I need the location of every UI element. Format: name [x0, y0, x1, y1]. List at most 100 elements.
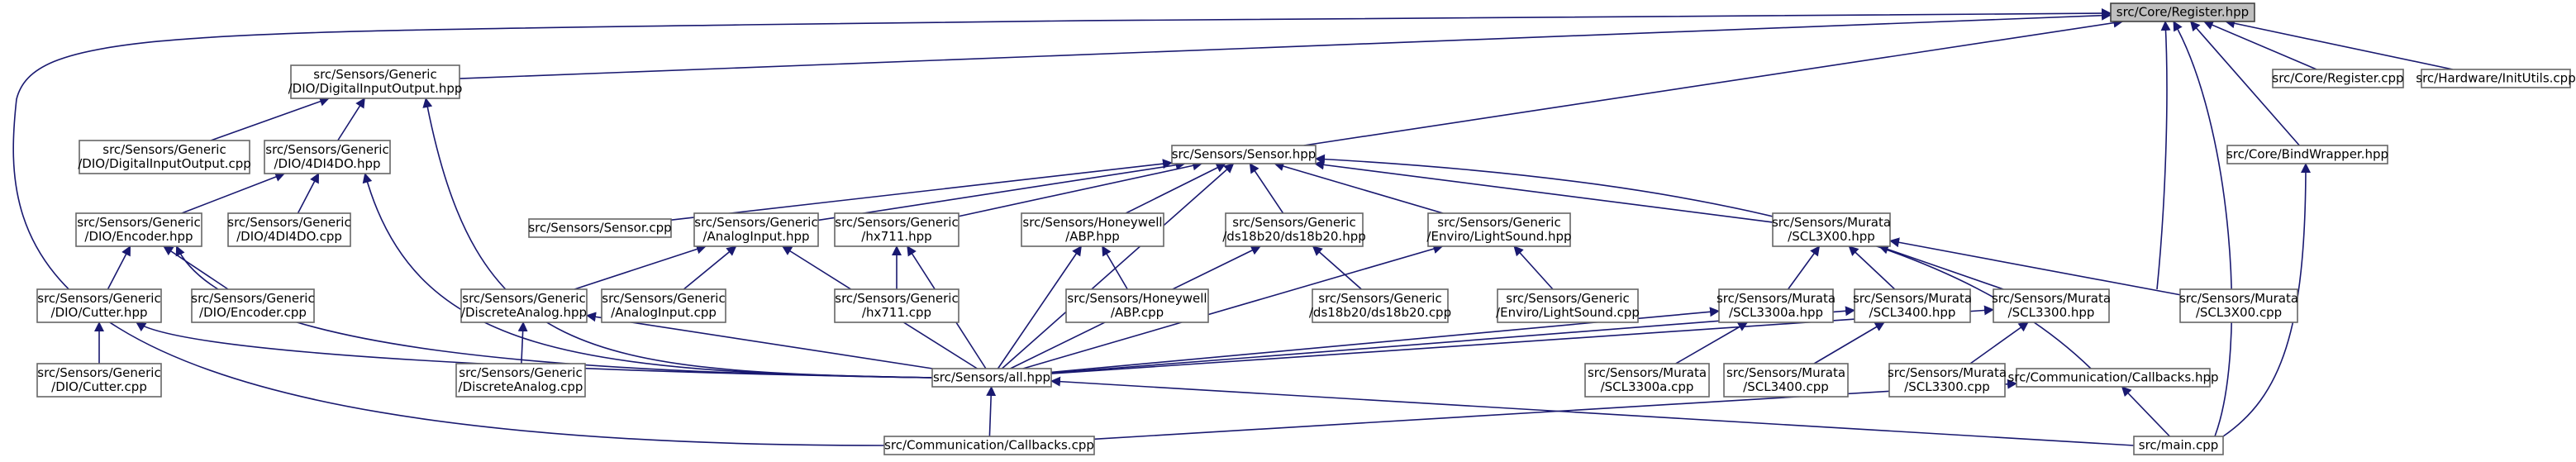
edge-analoginput-cpp-to-analoginput-hpp: [683, 245, 737, 290]
node-abp-hpp[interactable]: src/Sensors/Honeywell/ABP.hpp: [1021, 212, 1164, 247]
edge-scl3300-hpp-to-scl3x00-hpp: [1878, 244, 2004, 290]
node-box: [2110, 2, 2255, 22]
node-encoder-hpp[interactable]: src/Sensors/Generic/DIO/Encoder.hpp: [75, 212, 202, 247]
node-label: src/Sensors/Honeywell: [1022, 215, 1162, 230]
node-discreteanalog-cpp[interactable]: src/Sensors/Generic/DiscreteAnalog.cpp: [455, 363, 586, 398]
nodes-layer: src/Core/Register.hpp src/Sensors/Generic…: [36, 2, 2576, 455]
node-label: src/Sensors/Generic: [1318, 291, 1441, 306]
edge-abp-hpp-to-sensor-hpp: [1125, 163, 1226, 214]
node-label: /DIO/Encoder.cpp: [199, 305, 307, 320]
node-box: [1888, 363, 2006, 398]
node-discreteanalog-hpp[interactable]: src/Sensors/Generic/DiscreteAnalog.hpp: [460, 288, 588, 323]
node-lightsound-cpp[interactable]: src/Sensors/Generic/Enviro/LightSound.cp…: [1496, 288, 1640, 323]
node-label: src/Sensors/Generic: [1437, 215, 1560, 230]
node-label: src/Sensors/Generic: [835, 291, 958, 306]
node-main-cpp[interactable]: src/main.cpp: [2133, 436, 2224, 455]
edge-main-cpp-to-register-hpp: [2173, 21, 2233, 437]
node-digital-input-output-hpp[interactable]: src/Sensors/Generic/DIO/DigitalInputOutp…: [288, 64, 463, 99]
edge-register-cpp-to-register-hpp: [2202, 20, 2317, 70]
edge-4di4do-cpp-to-4di4do-hpp: [297, 173, 320, 214]
node-scl3300-cpp[interactable]: src/Sensors/Murata/SCL3300.cpp: [1888, 363, 2007, 398]
edge-abp-cpp-to-abp-hpp: [1102, 245, 1128, 290]
node-initutils-cpp[interactable]: src/Hardware/InitUtils.cpp: [2416, 69, 2576, 88]
node-label: /SCL3300.cpp: [1904, 379, 1990, 394]
node-label: src/Communication/Callbacks.hpp: [2007, 370, 2218, 385]
node-box: [834, 288, 959, 323]
edge-main-cpp-to-bindwrapper-hpp: [2222, 163, 2311, 437]
node-box: [601, 288, 726, 323]
edge-all-hpp-to-sensor-hpp: [1001, 163, 1235, 369]
node-label: src/Sensors/Generic: [265, 142, 388, 157]
node-scl3400-cpp[interactable]: src/Sensors/Murata/SCL3400.cpp: [1723, 363, 1849, 398]
node-ds18b20-cpp[interactable]: src/Sensors/Generic/ds18b20/ds18b20.cpp: [1309, 288, 1451, 323]
node-box: [264, 140, 391, 174]
node-encoder-cpp[interactable]: src/Sensors/Generic/DIO/Encoder.cpp: [191, 288, 315, 323]
edge-lightsound-hpp-to-sensor-hpp: [1274, 161, 1444, 214]
node-box: [2133, 436, 2224, 455]
node-label: /DIO/Cutter.hpp: [51, 305, 148, 320]
node-digital-input-output-cpp[interactable]: src/Sensors/Generic/DIO/DigitalInputOutp…: [78, 140, 251, 174]
edge-discreteanalog-cpp-to-discreteanalog-hpp: [517, 321, 528, 364]
node-cutter-cpp[interactable]: src/Sensors/Generic/DIO/Cutter.cpp: [36, 363, 162, 398]
node-box: [1065, 288, 1209, 323]
edge-scl3x00-hpp-to-sensor-hpp: [1313, 160, 1774, 223]
node-scl3300a-cpp[interactable]: src/Sensors/Murata/SCL3300a.cpp: [1584, 363, 1710, 398]
node-box: [227, 212, 351, 247]
node-register-hpp[interactable]: src/Core/Register.hpp: [2110, 2, 2255, 22]
node-lightsound-hpp[interactable]: src/Sensors/Generic/Enviro/LightSound.hp…: [1426, 212, 1572, 247]
node-label: /hx711.cpp: [862, 305, 931, 320]
node-box: [290, 64, 460, 99]
node-box: [1584, 363, 1710, 398]
node-label: /Enviro/LightSound.cpp: [1496, 305, 1640, 320]
node-label: src/Sensors/Generic: [1232, 215, 1355, 230]
node-box: [455, 363, 586, 398]
edge-main-cpp-to-all-hpp: [1050, 376, 2135, 446]
node-label: /SCL3400.cpp: [1743, 379, 1829, 394]
node-bindwrapper-hpp[interactable]: src/Core/BindWrapper.hpp: [2226, 145, 2388, 164]
edge-ds18b20-cpp-to-ds18b20-hpp: [1312, 245, 1362, 290]
node-scl3x00-cpp[interactable]: src/Sensors/Murata/SCL3X00.cpp: [2179, 288, 2298, 323]
node-label: src/Sensors/Honeywell: [1067, 291, 1207, 306]
node-analoginput-hpp[interactable]: src/Sensors/Generic/AnalogInput.hpp: [693, 212, 819, 247]
node-scl3300a-hpp[interactable]: src/Sensors/Murata/SCL3300a.hpp: [1717, 288, 1836, 323]
node-abp-cpp[interactable]: src/Sensors/Honeywell/ABP.cpp: [1065, 288, 1209, 323]
node-cutter-hpp[interactable]: src/Sensors/Generic/DIO/Cutter.hpp: [36, 288, 162, 323]
node-label: src/Core/Register.cpp: [2272, 71, 2403, 86]
node-label: /AnalogInput.cpp: [611, 305, 717, 320]
edge-digital-input-output-hpp-to-register-hpp: [459, 10, 2112, 79]
node-scl3300-hpp[interactable]: src/Sensors/Murata/SCL3300.hpp: [1992, 288, 2111, 323]
node-sensor-hpp[interactable]: src/Sensors/Sensor.hpp: [1171, 145, 1317, 164]
node-label: /ABP.hpp: [1065, 229, 1120, 244]
node-label: /SCL3X00.cpp: [2196, 305, 2282, 320]
node-register-cpp[interactable]: src/Core/Register.cpp: [2272, 69, 2404, 88]
edge-sensor-cpp-to-sensor-hpp: [670, 159, 1173, 221]
node-hx711-hpp[interactable]: src/Sensors/Generic/hx711.hpp: [834, 212, 959, 247]
node-ds18b20-hpp[interactable]: src/Sensors/Generic/ds18b20/ds18b20.hpp: [1222, 212, 1366, 247]
node-sensor-cpp[interactable]: src/Sensors/Sensor.cpp: [528, 218, 672, 238]
node-analoginput-cpp[interactable]: src/Sensors/Generic/AnalogInput.cpp: [601, 288, 726, 323]
node-label: /hx711.hpp: [861, 229, 931, 244]
edge-initutils-cpp-to-register-hpp: [2225, 18, 2454, 70]
node-scl3x00-hpp[interactable]: src/Sensors/Murata/SCL3X00.hpp: [1772, 212, 1891, 247]
node-all-hpp[interactable]: src/Sensors/all.hpp: [931, 368, 1052, 388]
node-label: src/Sensors/Sensor.cpp: [528, 221, 671, 236]
node-label: /SCL3300.hpp: [2008, 305, 2095, 320]
node-box: [693, 212, 819, 247]
node-label: /ds18b20/ds18b20.hpp: [1222, 229, 1366, 244]
node-label: /SCL3300a.cpp: [1601, 379, 1694, 394]
node-label: /SCL3X00.hpp: [1788, 229, 1875, 244]
node-4di4do-hpp[interactable]: src/Sensors/Generic/DIO/4DI4DO.hpp: [264, 140, 391, 174]
edge-callbacks-cpp-to-callbacks-hpp: [1093, 379, 2017, 441]
node-label: src/Sensors/Murata: [1992, 291, 2111, 306]
node-4di4do-cpp[interactable]: src/Sensors/Generic/DIO/4DI4DO.cpp: [227, 212, 351, 247]
node-label: src/Sensors/Generic: [602, 291, 725, 306]
node-scl3400-hpp[interactable]: src/Sensors/Murata/SCL3400.hpp: [1853, 288, 1972, 323]
edge-main-cpp-to-callbacks-hpp: [2121, 386, 2170, 437]
node-hx711-cpp[interactable]: src/Sensors/Generic/hx711.cpp: [834, 288, 959, 323]
node-callbacks-hpp[interactable]: src/Communication/Callbacks.hpp: [2007, 368, 2219, 388]
node-label: src/Core/Register.hpp: [2117, 5, 2249, 20]
node-label: /DIO/DigitalInputOutput.hpp: [288, 81, 463, 96]
node-callbacks-cpp[interactable]: src/Communication/Callbacks.cpp: [883, 436, 1095, 455]
node-label: src/Sensors/Generic: [227, 215, 350, 230]
